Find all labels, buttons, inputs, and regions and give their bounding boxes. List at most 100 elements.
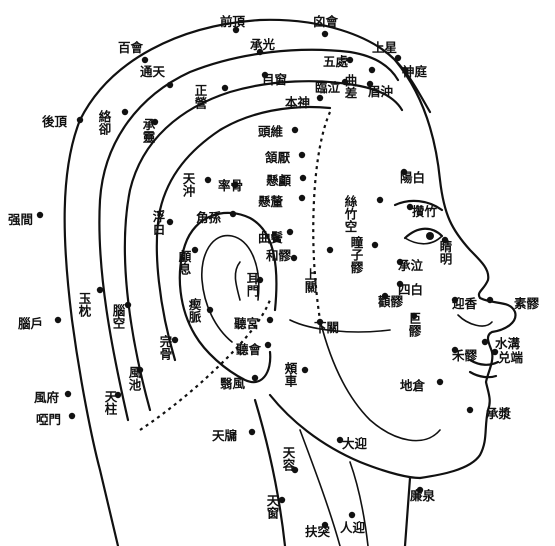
acupoint-label-tongziliao: 瞳子髎 — [349, 235, 364, 274]
acupoint-dot-jingming — [441, 236, 449, 244]
acupoint-label-juliao: 巨髎 — [407, 312, 422, 338]
acupoint-dot-shuigou — [481, 338, 489, 346]
acupoint-dot-xiaguan — [316, 318, 324, 326]
ear-canal — [234, 261, 241, 301]
acupoint-dot-helia2 — [451, 346, 459, 354]
meridian-fourth — [155, 105, 332, 362]
acupoint-dot-yingxiang — [451, 296, 459, 304]
acupoint-label-futu: 扶突 — [305, 524, 331, 539]
acupoint-dot-quanliao — [381, 292, 389, 300]
meridian-outer — [63, 18, 432, 546]
acupoint-dot-suliao — [486, 296, 494, 304]
acupoint-dot-quchai — [368, 66, 376, 74]
acupoint-label-sibai: 四白 — [398, 282, 423, 297]
acupoint-label-naohu: 腦戶 — [18, 316, 43, 331]
acupoint-label-helia2: 禾髎 — [451, 348, 478, 363]
acupoint-label-shenting: 神庭 — [402, 64, 428, 79]
acupoint-label-yamen: 啞門 — [36, 412, 61, 427]
jaw-line — [268, 393, 422, 480]
acupoint-dot-qimai — [206, 306, 214, 314]
acupoint-dot-baihui — [141, 56, 149, 64]
acupoint-dot-jiache — [301, 366, 309, 374]
acupoint-label-lianquan: 廉泉 — [410, 488, 436, 503]
acupoint-label-luoque: 絡卻 — [97, 109, 112, 136]
acupoint-dot-sizhukong — [376, 196, 384, 204]
acupoint-label-yangbai: 陽白 — [400, 170, 425, 185]
eyebrow — [393, 199, 444, 212]
acupoint-label-jiache: 頰車 — [283, 361, 298, 388]
acupoint-dot-yifeng — [251, 374, 259, 382]
acupoint-label-fubai: 浮白 — [151, 209, 166, 236]
acupoint-label-chengguang: 承光 — [250, 37, 276, 52]
acupoint-label-shangxing: 上星 — [372, 40, 397, 55]
acupoint-dot-tianzhu — [114, 391, 122, 399]
acupoint-dot-tinghui — [264, 341, 272, 349]
acupoint-dot-ermen — [256, 276, 264, 284]
acupoint-dot-tongtian — [166, 81, 174, 89]
acupoint-dot-xinhui — [321, 30, 329, 38]
acupoint-label-baihui: 百會 — [118, 40, 144, 55]
acupoint-label-linqi: 臨泣 — [315, 80, 341, 95]
acupoint-dot-shangguan — [326, 246, 334, 254]
acupoint-dot-tianrong — [291, 466, 299, 474]
acupoint-label-xinhui: 囟會 — [313, 14, 339, 29]
acupoint-label-tongtian: 通天 — [140, 64, 166, 79]
acupoint-label-qubin: 曲鬢 — [258, 230, 284, 245]
acupoint-label-daying: 大迎 — [342, 436, 368, 451]
acupoint-dot-tianyou — [248, 428, 256, 436]
acupoint-label-xuanlu: 懸顱 — [266, 173, 292, 188]
ear-inner — [201, 234, 260, 343]
acupoint-dot-shenting — [401, 66, 409, 74]
acupoint-dot-benshen — [316, 94, 324, 102]
acupoint-label-heliao: 和髎 — [265, 248, 292, 263]
acupoint-dot-fengchi — [136, 366, 144, 374]
acupoint-dot-chengqi — [396, 258, 404, 266]
dashed-neck-line — [139, 299, 272, 431]
acupoint-dot-dicang — [436, 378, 444, 386]
cheek-line-2 — [289, 319, 391, 333]
acupoint-label-tianchuang: 天窗 — [265, 494, 280, 520]
meridian-second — [98, 48, 400, 422]
acupoint-label-tianzhu: 天柱 — [103, 390, 118, 416]
acupoint-dot-shuaigu — [231, 181, 239, 189]
acupoint-dot-hanyan — [298, 151, 306, 159]
acupoint-dot-fubai — [166, 218, 174, 226]
acupoint-label-qianding: 前頂 — [220, 14, 246, 29]
acupoint-dot-yamen — [68, 412, 76, 420]
acupoint-label-tianrong: 天容 — [281, 446, 296, 472]
acupoint-label-tianyou: 天牖 — [212, 428, 238, 443]
acupoint-dot-daying — [336, 436, 344, 444]
acupoint-label-shuaigu: 率骨 — [218, 178, 243, 193]
eye-pupil — [426, 232, 434, 240]
acupoint-label-tianchong: 天沖 — [181, 172, 196, 198]
face-profile — [393, 58, 517, 480]
acupoint-label-yifeng: 翳風 — [220, 376, 246, 391]
acupoint-label-tinghui: 聽會 — [236, 342, 262, 357]
acupoint-label-wuchu: 五處 — [323, 54, 349, 69]
acupoint-dot-linqi — [341, 78, 349, 86]
acupoint-label-fengfu: 風府 — [34, 390, 60, 405]
acupoint-dot-sibai — [396, 280, 404, 288]
acupoint-label-chengjiang: 承漿 — [486, 406, 512, 421]
acupoint-dot-houding — [76, 116, 84, 124]
neck-muscle-1 — [299, 429, 341, 546]
acupoint-label-tinggong: 聽宮 — [234, 316, 259, 331]
eye-upper — [403, 227, 444, 240]
acupoint-label-chengqi: 承泣 — [398, 258, 424, 273]
acupoint-dot-futu — [321, 521, 329, 529]
ear-outline — [178, 211, 278, 384]
acupoint-dot-qianding — [232, 26, 240, 34]
acupoint-dot-fengfu — [64, 390, 72, 398]
acupoint-dot-wuchu — [346, 56, 354, 64]
acupoint-dot-renying — [348, 511, 356, 519]
acupoint-dot-lianquan — [416, 486, 424, 494]
acupoint-label-ermen: 耳門 — [245, 272, 260, 298]
acupoint-dot-meichong — [366, 80, 374, 88]
acupoint-label-sizhukong: 絲竹空 — [343, 194, 358, 233]
acupoint-label-chengling: 承靈 — [141, 118, 156, 143]
acupoint-label-quanliao: 顴髎 — [377, 294, 404, 309]
acupoint-label-yingxiang: 迎香 — [452, 296, 478, 311]
acupoint-dot-chengling — [151, 118, 159, 126]
